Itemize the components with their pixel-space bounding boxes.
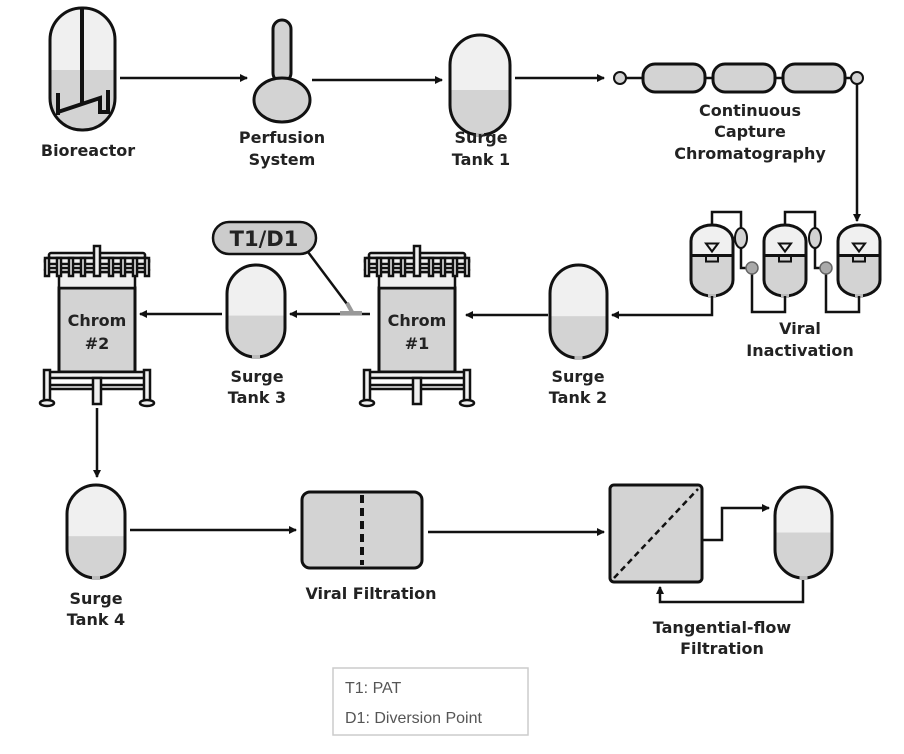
tff-retentate-tank [773,485,834,580]
surge4-label-1: Surge [69,589,122,608]
chrom1-label-1: Chrom [388,311,447,330]
tff-label-1: Tangential-flow [653,618,792,637]
pump-icon [819,261,833,275]
tff-module [608,483,704,584]
surge2-label-1: Surge [551,367,604,386]
vi-label-2: Inactivation [746,341,854,360]
surge-tank-4 [65,483,127,580]
pump-icon [745,261,759,275]
viral-filter [300,490,424,570]
capture-label-3: Chromatography [674,144,826,163]
vi-tank-2 [762,223,808,298]
surge1-label-1: Surge [454,128,507,147]
chrom-column-1 [358,244,476,408]
level-indicator-icon [851,242,867,254]
legend-item: T1: PAT [345,680,402,697]
viral-inactivation [710,210,861,314]
capture-label-2: Capture [714,122,786,141]
surge1-label-2: Tank 1 [452,150,510,169]
pat-diversion-point [307,251,362,315]
tff-label-2: Filtration [680,639,764,658]
chrom2-label-1: Chrom [68,311,127,330]
surge2-label-2: Tank 2 [549,388,607,407]
surge4-label-2: Tank 4 [67,610,125,629]
perfusion-system [252,18,312,124]
vi-tank-1 [689,223,735,298]
viral-filtration-label: Viral Filtration [305,584,436,603]
chrom2-label-2: #2 [85,334,110,353]
vi-label-1: Viral [779,319,821,338]
continuous-capture-chromatography [613,62,864,94]
perfusion-label-2: System [249,150,316,169]
surge3-label-1: Surge [230,367,283,386]
surge-tank-3 [225,263,287,359]
recycle-arrow [656,580,805,604]
legend: T1: PAT D1: Diversion Point [332,667,529,736]
surge-tank-2 [548,263,609,360]
surge-tank-1 [448,33,512,137]
level-indicator-icon [704,242,720,254]
svg-text:T1/D1: T1/D1 [230,227,299,251]
bioreactor-label: Bioreactor [41,141,135,160]
bioreactor [48,6,117,132]
t1-d1-tag: T1/D1 [211,220,318,256]
vi-tank-3 [836,223,882,298]
flow-arrow [702,504,770,542]
chrom-column-2 [38,244,156,408]
surge3-label-2: Tank 3 [228,388,286,407]
flow-arrow [611,296,714,319]
chrom1-label-2: #1 [405,334,430,353]
perfusion-label-1: Perfusion [239,128,325,147]
legend-item: D1: Diversion Point [345,710,483,727]
level-indicator-icon [777,242,793,254]
capture-label-1: Continuous [699,101,801,120]
